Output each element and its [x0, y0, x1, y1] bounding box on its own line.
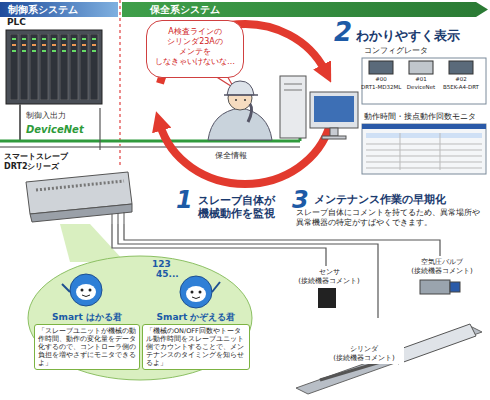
callout-title: わかりやすく表示 — [356, 27, 460, 45]
node-title: シリンダ (接続機器コメント) — [324, 344, 404, 364]
callout-title: スレーブ自体が 機械動作を監視 — [198, 194, 288, 220]
cable-line — [118, 224, 378, 318]
node-title: PLC — [4, 16, 106, 29]
cable-line — [124, 224, 440, 256]
character-card: Smart かぞえる君「機械のON/OFF回数やトータル動作時間をスレーブユニッ… — [142, 312, 250, 373]
configurator-screen — [362, 58, 486, 104]
node-body: 「スレーブユニットが機械の動作時間、動作の変化量をデータ化するので、コントローラ… — [34, 324, 140, 370]
callout-number: 2 — [334, 18, 352, 46]
worker-figure — [208, 74, 272, 140]
monitor-window: 動作時間・接点動作回数モニタ — [362, 112, 488, 176]
node-title: Smart はかる君 — [34, 312, 140, 323]
cylinder-drawing — [296, 324, 482, 394]
node-title: Smart かぞえる君 — [142, 312, 250, 323]
network-label: DeviceNet — [26, 124, 84, 135]
node-title: 空気圧バルブ (接続機器コメント) — [396, 256, 488, 276]
monitor-screen — [362, 124, 486, 174]
callout-body: スレーブ自体にコメントを持てるため、異常場所や異常機器の特定がすばやくできます。 — [296, 208, 484, 228]
node-title: コンフィグレータ — [362, 46, 488, 56]
cable-line — [112, 224, 326, 266]
plc-rack — [6, 30, 102, 141]
device-name: DeviceNet — [401, 84, 441, 90]
speech-bubble: A検査ラインの シリンダ23Aの メンテを しなきゃいけないな… — [146, 20, 244, 78]
node-title: スマートスレーブ DRT2シリーズ — [2, 150, 74, 172]
sensor-symbol — [318, 288, 336, 308]
cable-line — [99, 108, 100, 150]
character-card: Smart はかる君「スレーブユニットが機械の動作時間、動作の変化量をデータ化す… — [34, 312, 140, 373]
flow-label: 保全情報 — [214, 150, 248, 161]
mascot-characters — [62, 274, 220, 308]
device-name: DRT1-MD32ML — [361, 84, 401, 90]
device-number: #01 — [401, 76, 441, 82]
wire-label: 制御入出力 — [26, 110, 66, 121]
node-title: センサ (接続機器コメント) — [290, 266, 368, 286]
node-title: 動作時間・接点動作回数モニタ — [362, 112, 488, 122]
node-title: A検査ラインの シリンダ23Aの メンテを しなきゃいけないな… — [153, 27, 237, 67]
counter-digits: 123 — [152, 259, 171, 269]
computer — [280, 76, 358, 139]
device-number: #02 — [441, 76, 481, 82]
system-label: 保全系システム — [150, 3, 220, 17]
callout-title: メンテナンス作業の早期化 — [314, 192, 446, 207]
node-body: 「機械のON/OFF回数やトータル動作時間をスレーブユニット側でカウントすること… — [142, 324, 250, 370]
cylinder-unit: シリンダ (接続機器コメント) — [290, 318, 486, 396]
valve-label: 空気圧バルブ (接続機器コメント) — [396, 256, 488, 302]
valve-symbol — [420, 280, 460, 294]
slave-device — [26, 172, 132, 224]
device-number: #00 — [361, 76, 401, 82]
plc-unit: PLC — [4, 16, 106, 108]
device-name: B5EK-A4-DRT — [441, 84, 481, 90]
smart-slave: スマートスレーブ DRT2シリーズ — [2, 150, 134, 224]
system-label: 制御系システム — [8, 3, 78, 17]
callout-number: 1 — [176, 186, 193, 214]
counter-digits: 45... — [156, 269, 179, 279]
sensor-label: センサ (接続機器コメント) — [290, 266, 368, 312]
